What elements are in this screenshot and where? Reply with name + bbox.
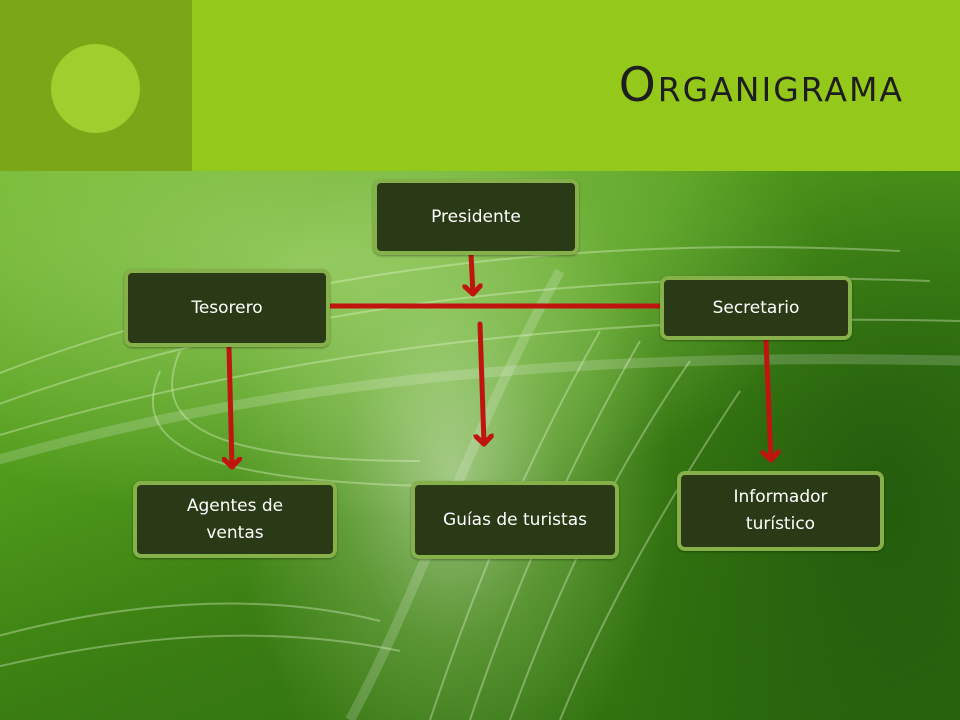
treasurer-label: Tesorero bbox=[191, 297, 263, 318]
secretary-label: Secretario bbox=[712, 297, 800, 318]
sales-agents-label: Agentes de ventas bbox=[186, 495, 284, 543]
box-tourist-informer: Informador turístico bbox=[677, 471, 884, 551]
arrow-treasurer-sales bbox=[229, 345, 232, 470]
box-sales-agents: Agentes de ventas bbox=[133, 481, 337, 558]
box-president: Presidente bbox=[373, 179, 579, 255]
arrow-president-down bbox=[471, 251, 473, 297]
arrow-center-guides bbox=[480, 321, 484, 447]
box-tour-guides: Guías de turistas bbox=[411, 481, 619, 559]
president-label: Presidente bbox=[431, 206, 521, 227]
tour-guides-label: Guías de turistas bbox=[443, 509, 587, 530]
decorative-circle bbox=[51, 44, 140, 133]
header-left-panel bbox=[0, 0, 192, 171]
header-right-panel bbox=[192, 0, 960, 171]
tourist-informer-label: Informador turístico bbox=[733, 487, 828, 534]
box-treasurer: Tesorero bbox=[124, 269, 330, 347]
slide-title: Organigrama bbox=[618, 58, 904, 113]
swirl-lines bbox=[0, 246, 960, 720]
swirl-background bbox=[0, 171, 960, 720]
box-secretary: Secretario bbox=[660, 276, 852, 340]
arrow-secretary-informer bbox=[766, 337, 771, 463]
